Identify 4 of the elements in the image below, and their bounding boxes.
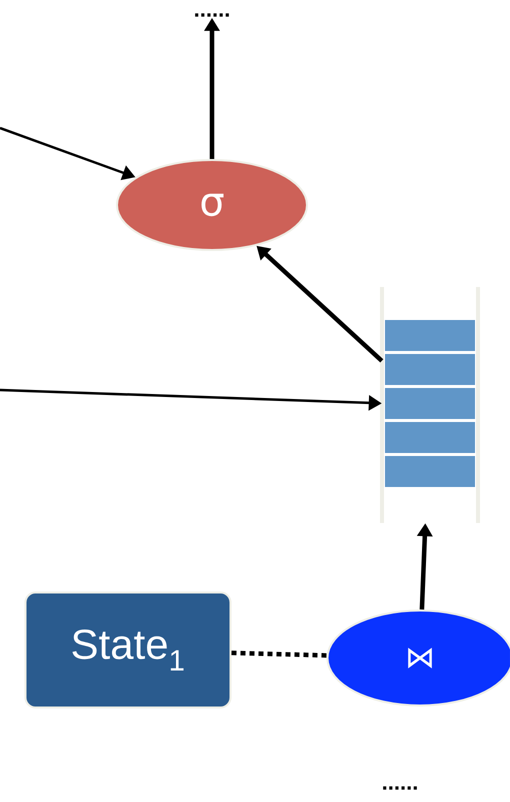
state-box: State$_{1}$ [24,592,232,708]
text-dots: ...... [195,13,229,17]
text-dots: ...... [383,786,417,790]
queue-drawing [380,285,480,525]
